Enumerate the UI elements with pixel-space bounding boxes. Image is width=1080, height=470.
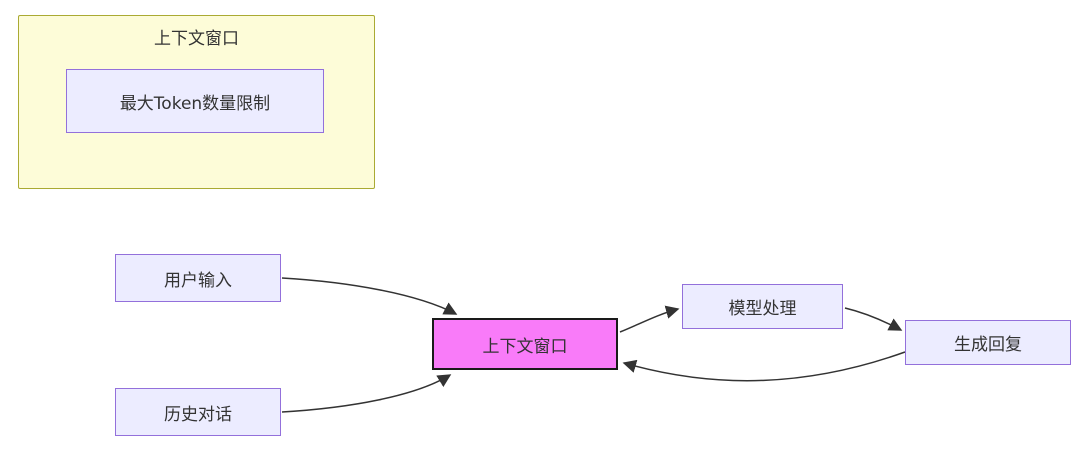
subgraph-context-window: 上下文窗口 最大Token数量限制 [18, 15, 375, 189]
node-token-limit: 最大Token数量限制 [66, 69, 324, 133]
edge-user-input-to-context [281, 277, 458, 315]
edge-history-to-context [281, 374, 452, 413]
subgraph-title: 上下文窗口 [154, 29, 239, 49]
edge-context-to-model [619, 305, 680, 333]
edge-reply-to-context [622, 351, 906, 382]
edge-model-to-reply [844, 307, 903, 331]
node-context-window: 上下文窗口 [432, 318, 618, 370]
node-generate-reply: 生成回复 [905, 320, 1071, 365]
node-history-dialog: 历史对话 [115, 388, 281, 436]
node-model-process: 模型处理 [682, 284, 843, 329]
node-user-input: 用户输入 [115, 254, 281, 302]
